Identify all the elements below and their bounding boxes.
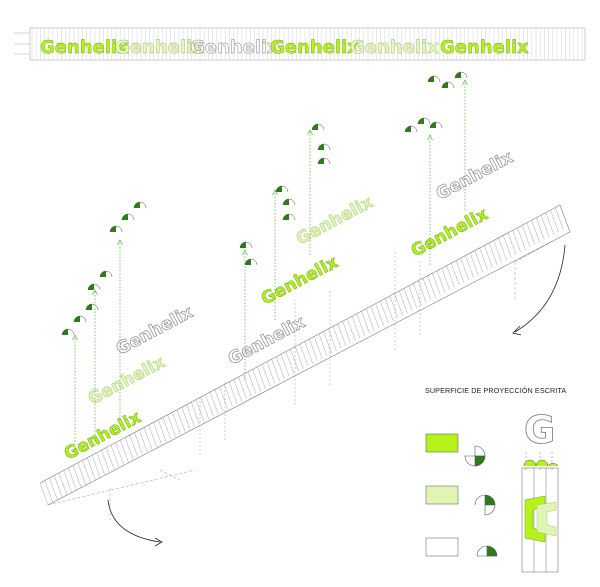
legend-title: SUPERFICIE DE PROYECCIÓN ESCRITA (425, 386, 566, 395)
legend-row-white (426, 538, 497, 556)
swatch-green (426, 434, 458, 452)
strip-word-6: Genhelix (440, 37, 529, 58)
elevation-strip: Genhelix Genhelix Genhelix Genhelix Genh… (14, 28, 585, 60)
word-white-2: Genhelix (225, 312, 308, 369)
strip-word-text: Genhelix (190, 37, 279, 58)
letter-stack-diagram (522, 452, 558, 572)
legend-big-letter-text: G (524, 408, 555, 452)
word-lightgreen-2: Genhelix (293, 192, 376, 249)
word-white-1: Genhelix (113, 302, 196, 359)
rotation-arrow-left (108, 500, 162, 546)
strip-word-text: Genhelix (270, 37, 359, 58)
legend-row-green (426, 434, 485, 466)
word-group-left: Genhelix Genhelix Genhelix (61, 302, 196, 464)
projection-lines (62, 72, 468, 455)
arc-icon-white (477, 546, 497, 556)
swatch-white (426, 538, 458, 556)
word-green-3: Genhelix (408, 204, 491, 261)
arc-icon-green (465, 446, 485, 466)
word-green-2: Genhelix (258, 252, 341, 309)
rotation-arrow-right (513, 245, 565, 335)
word-white-3: Genhelix (433, 147, 516, 204)
word-group-right: Genhelix Genhelix (408, 147, 516, 261)
word-group-middle: Genhelix Genhelix Genhelix (225, 192, 376, 369)
helix-ramp (40, 205, 570, 520)
strip-word-4: Genhelix (270, 37, 359, 58)
word-lightgreen-1: Genhelix (85, 352, 168, 409)
strip-word-5: Genhelix (350, 37, 439, 58)
legend-row-lightgreen (426, 486, 495, 515)
strip-word-text: Genhelix (350, 37, 439, 58)
legend-big-letter: G (524, 408, 555, 452)
strip-word-3: Genhelix (190, 37, 279, 58)
legend: SUPERFICIE DE PROYECCIÓN ESCRITA G (425, 386, 566, 572)
strip-word-text: Genhelix (440, 37, 529, 58)
swatch-lightgreen (426, 486, 458, 504)
arc-icon-lightgreen (475, 495, 495, 515)
